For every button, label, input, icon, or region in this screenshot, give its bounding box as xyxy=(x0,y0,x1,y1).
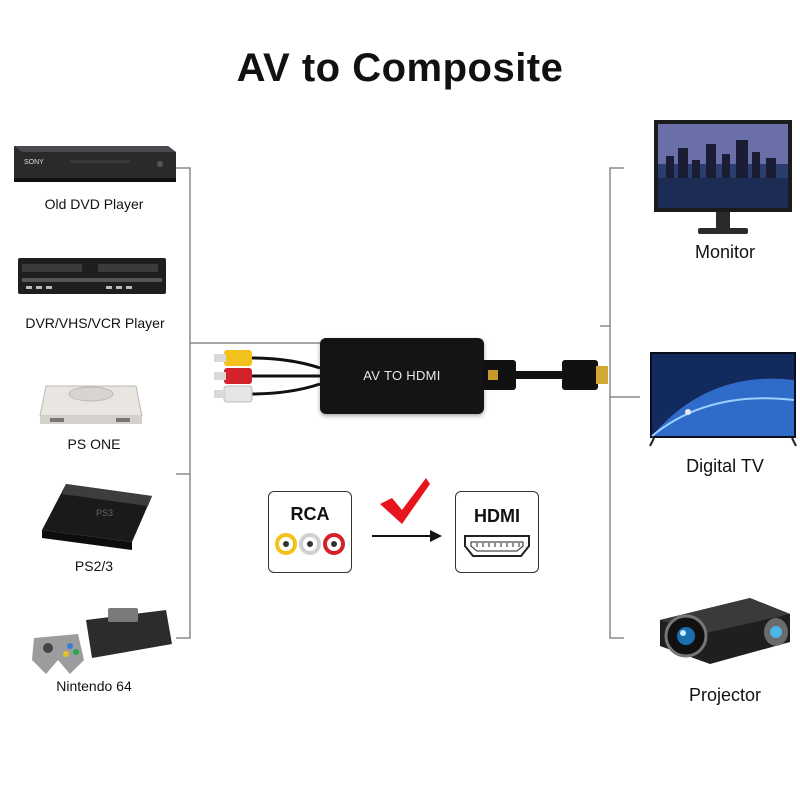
device-label-projector: Projector xyxy=(688,685,762,705)
device-label-ps-one: PS ONE xyxy=(67,436,121,452)
device-label-digital-tv: Digital TV xyxy=(686,456,764,476)
rca-jacks-icon xyxy=(275,533,345,555)
monitor-icon xyxy=(652,118,794,238)
ps-one-icon xyxy=(36,372,146,430)
projector-icon xyxy=(650,590,796,674)
hdmi-label: HDMI xyxy=(474,506,520,526)
svg-text:PS3: PS3 xyxy=(96,508,113,518)
dvd-brand-text: SONY xyxy=(24,159,44,166)
nintendo-64-icon xyxy=(26,600,176,678)
hdmi-connector-box: HDMI xyxy=(455,491,539,573)
ps3-console-icon: PS3 xyxy=(36,476,156,556)
arrow-with-check-icon xyxy=(372,478,442,542)
rca-label: RCA xyxy=(290,504,330,524)
hdmi-port-icon xyxy=(464,535,530,557)
converter-label: AV TO HDMI xyxy=(363,368,441,383)
vcr-player-icon xyxy=(16,256,168,298)
device-label-monitor: Monitor xyxy=(694,242,756,262)
rca-connector-box: RCA xyxy=(268,491,352,573)
device-label-vcr: DVR/VHS/VCR Player xyxy=(25,315,165,331)
page-title: AV to Composite xyxy=(236,46,564,90)
hdmi-cable-icon xyxy=(480,352,610,398)
device-label-n64: Nintendo 64 xyxy=(56,678,132,694)
rca-cable-icon xyxy=(210,340,325,410)
av-to-hdmi-converter: AV TO HDMI xyxy=(320,338,484,414)
dvd-player-icon: SONY xyxy=(10,138,180,186)
device-label-ps2-3: PS2/3 xyxy=(74,558,114,574)
digital-tv-icon xyxy=(648,350,798,448)
device-label-dvd: Old DVD Player xyxy=(44,196,144,212)
